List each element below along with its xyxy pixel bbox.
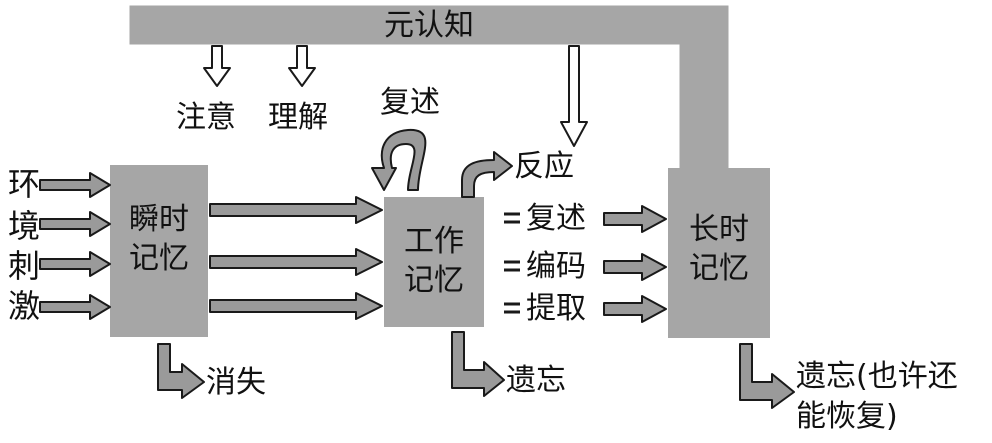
sensory-loss-label: 消失	[206, 365, 266, 400]
sensory-to-working-arrow-2	[209, 248, 383, 276]
stimulus-arrow-4	[39, 294, 111, 320]
working-forgetting-arrow	[451, 331, 505, 397]
sensory-memory-label: 瞬时 记忆	[110, 200, 208, 278]
rehearsal-loop-arrow	[371, 128, 427, 191]
long-term-memory-line2: 记忆	[689, 251, 749, 286]
longterm-forgetting-label-line1: 遗忘(也许还	[796, 359, 958, 394]
response-arrow	[461, 151, 513, 198]
longterm-forgetting-label-line2: 能恢复)	[796, 399, 898, 434]
process-label-rehearsal: 复述	[526, 201, 586, 236]
stimulus-arrow-3	[39, 251, 111, 277]
working-memory-line2: 记忆	[404, 263, 464, 298]
working-memory-box	[384, 197, 484, 327]
long-term-memory-label: 长时 记忆	[668, 210, 770, 288]
environment-stimulus-char-3: 刺	[8, 247, 41, 285]
metacognition-label: 元认知	[384, 8, 474, 43]
stimulus-arrow-2	[39, 211, 111, 237]
rehearsal-loop-label: 复述	[380, 85, 440, 120]
attention-down-arrow	[203, 45, 231, 87]
retrieval-arrow	[603, 295, 667, 323]
process-markers	[504, 212, 520, 314]
working-forgetting-label: 遗忘	[506, 363, 566, 398]
sensory-to-working-arrow-3	[209, 292, 383, 320]
longterm-forgetting-arrow	[739, 343, 795, 409]
working-memory-label: 工作 记忆	[384, 222, 484, 300]
comprehension-down-arrow	[288, 45, 316, 87]
process-label-encoding: 编码	[526, 249, 586, 284]
stimulus-arrows	[39, 172, 111, 320]
sensory-memory-line1: 瞬时	[129, 202, 189, 237]
process-label-retrieval: 提取	[526, 291, 586, 326]
encoding-arrow	[603, 253, 667, 281]
working-memory-line1: 工作	[404, 224, 464, 259]
response-label: 反应	[514, 149, 574, 184]
rehearsal-arrow	[603, 205, 667, 233]
sensory-to-working-arrows	[209, 196, 383, 320]
long-term-memory-box	[668, 168, 770, 338]
environment-stimulus-char-4: 激	[8, 287, 41, 325]
comprehension-label: 理解	[268, 100, 328, 135]
metacognition-to-response-arrow	[560, 45, 588, 147]
sensory-to-working-arrow-1	[209, 196, 383, 224]
working-to-longterm-arrows	[603, 205, 667, 323]
sensory-memory-box	[110, 165, 208, 337]
stimulus-arrow-1	[39, 172, 111, 198]
long-term-memory-line1: 长时	[689, 212, 749, 247]
environment-stimulus-char-2: 境	[8, 207, 41, 245]
sensory-loss-arrow	[157, 343, 205, 399]
attention-label: 注意	[176, 100, 236, 135]
environment-stimulus-char-1: 环	[8, 165, 41, 203]
sensory-memory-line2: 记忆	[129, 241, 189, 276]
